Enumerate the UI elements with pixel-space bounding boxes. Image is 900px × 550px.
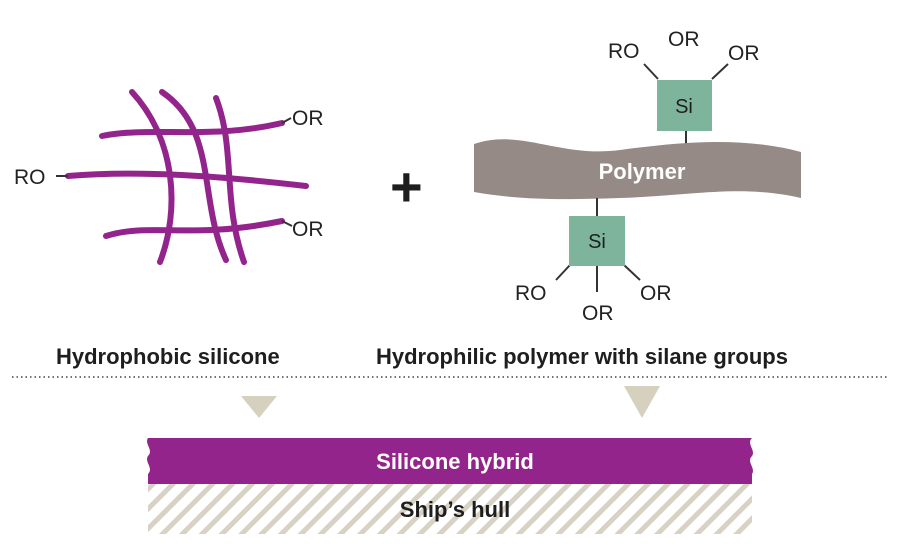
silicone-hybrid-label: Silicone hybrid (376, 449, 534, 474)
network-strand (129, 89, 175, 265)
left-caption: Hydrophobic silicone (56, 344, 280, 369)
bond-line (281, 220, 293, 227)
ro-group-label: RO (515, 282, 547, 305)
or-group-label: OR (292, 218, 324, 241)
or-group-label: OR (582, 302, 614, 325)
or-group-label: OR (668, 28, 700, 51)
bond-line (281, 117, 292, 124)
silicone-hybrid-layer (147, 438, 753, 484)
ro-group-label: RO (14, 166, 46, 189)
or-group-label: OR (292, 107, 324, 130)
network-strand (103, 218, 285, 239)
network-strand (65, 170, 309, 189)
or-group-label: OR (640, 282, 672, 305)
down-arrow (241, 396, 277, 418)
silicone-network (65, 89, 309, 265)
down-arrow (624, 386, 660, 418)
ships-hull-label: Ship’s hull (400, 497, 510, 522)
bottom-silane-unit: Si RO OR OR (515, 198, 672, 325)
si-label: Si (675, 96, 693, 118)
ro-group-label: RO (608, 40, 640, 63)
ships-hull-layer (148, 484, 752, 534)
or-group-label: OR (728, 42, 760, 65)
network-strand (159, 89, 229, 263)
network-strand (99, 120, 285, 139)
network-strand (213, 95, 247, 265)
plus-sign: + (390, 155, 423, 218)
top-silane-unit: Si RO OR OR (608, 28, 760, 148)
si-box (569, 216, 625, 266)
si-box (657, 80, 712, 131)
polymer-chain (474, 139, 801, 200)
right-caption: Hydrophilic polymer with silane groups (376, 344, 788, 369)
polymer-label: Polymer (599, 159, 686, 184)
si-label: Si (588, 231, 606, 253)
